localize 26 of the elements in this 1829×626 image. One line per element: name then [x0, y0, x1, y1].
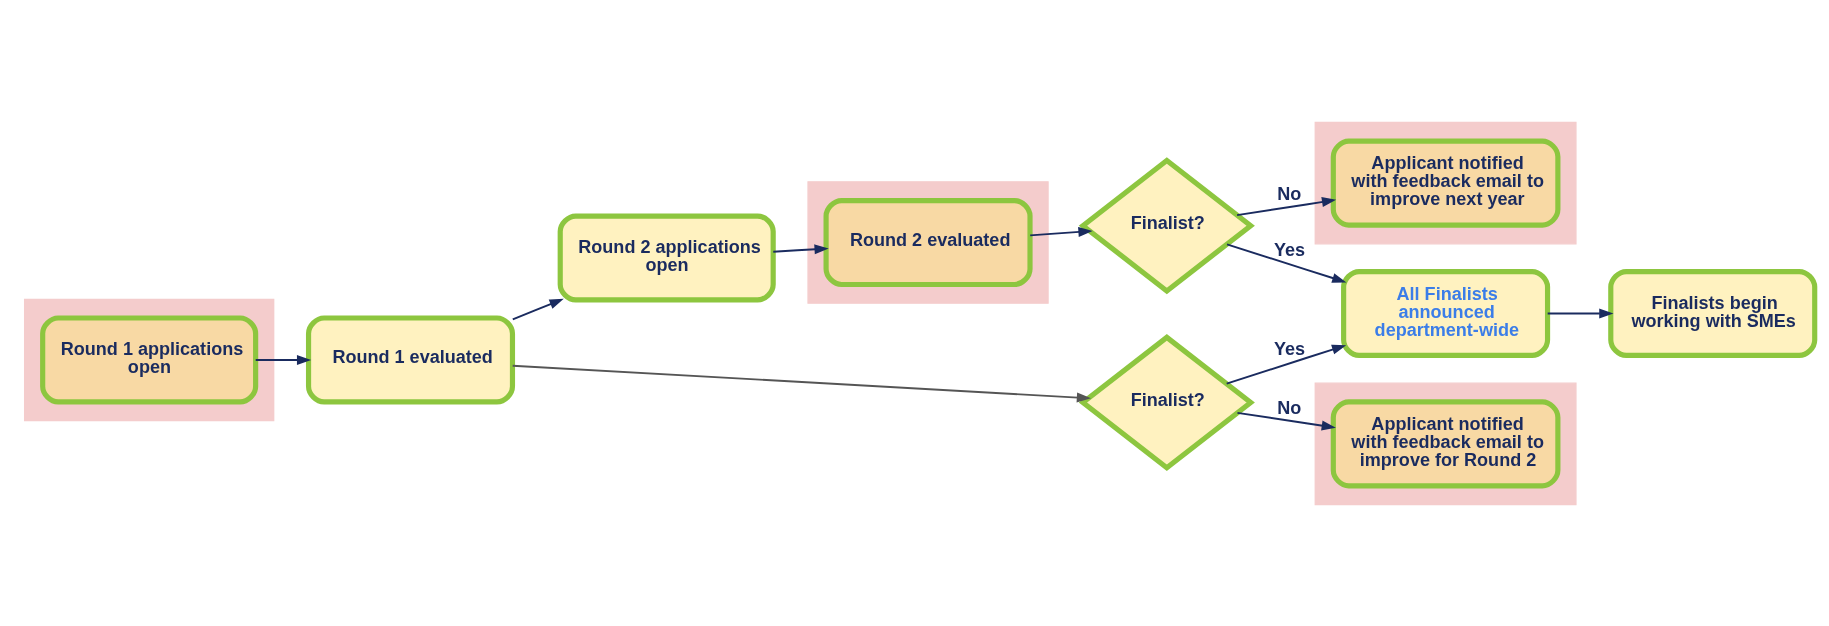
cluster [1314, 121, 1577, 244]
node-box: Applicant notified with feedback email to improve for Round 2 [1330, 398, 1561, 488]
node-box: Round 2 evaluated [823, 197, 1033, 287]
edge-label: Yes [1273, 338, 1306, 359]
arrow [1236, 411, 1336, 430]
node-box: All Finalists announced department-wide [1341, 268, 1551, 358]
node-box: Round 1 evaluated [305, 314, 516, 404]
arrow [511, 364, 1092, 402]
node-box: Finalists begin working with SMEs [1608, 268, 1818, 358]
edge-label: No [1277, 183, 1302, 204]
arrow [254, 354, 312, 365]
cluster [807, 180, 1049, 304]
arrow [1236, 196, 1337, 216]
cluster [1314, 382, 1577, 505]
node-box: Applicant notified with feedback email to improve next year [1330, 138, 1561, 228]
arrow [511, 298, 564, 320]
node-box: Round 1 applications open [40, 314, 259, 404]
arrow [1029, 226, 1093, 237]
edge-label: No [1277, 397, 1302, 418]
arrow [1226, 243, 1347, 283]
edge-label: Yes [1273, 239, 1306, 260]
arrow [1225, 344, 1347, 385]
cluster [23, 298, 275, 421]
arrow [772, 243, 829, 254]
arrow [1546, 308, 1614, 318]
node-box: Round 2 applications open [557, 213, 776, 303]
